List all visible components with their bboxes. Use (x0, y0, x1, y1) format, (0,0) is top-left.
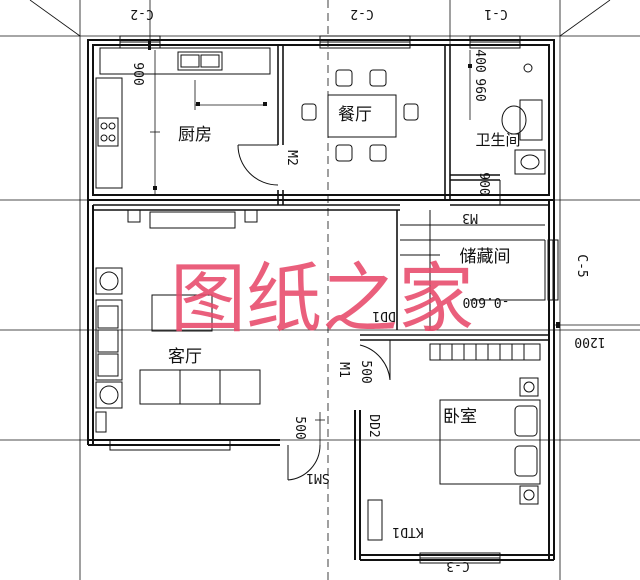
room-label-bedroom: 卧室 (443, 407, 477, 427)
room-label-kitchen: 厨房 (178, 125, 212, 145)
bedroom-furniture (367, 343, 541, 541)
staircase (400, 210, 546, 330)
door-tag-dd2: DD2 (366, 414, 381, 437)
door-tag-m3: M3 (462, 210, 478, 225)
dimension-marks (150, 50, 640, 445)
exterior-walls (87, 39, 555, 561)
dim-900-bath: 900 (476, 172, 491, 195)
window-tag-c2-left: C-2 (130, 6, 153, 21)
room-label-storage: 储藏间 (460, 247, 511, 267)
door-tag-ktd1: KTD1 (392, 524, 423, 539)
dimension-ticks (148, 40, 560, 328)
door-tag-sm1: SM1 (306, 470, 329, 485)
kitchen-fixtures (95, 47, 271, 189)
window-tag-c2-mid: C-2 (350, 6, 373, 21)
door-tag-m2: M2 (284, 150, 299, 166)
doors (237, 144, 501, 481)
elevation-label: -0.600 (463, 294, 510, 309)
room-label-dining: 餐厅 (338, 105, 372, 125)
dining-table (301, 69, 419, 162)
window-tag-c1: C-1 (484, 6, 507, 21)
watermark: 图纸之家 (170, 254, 474, 343)
dim-1200: 1200 (574, 334, 605, 349)
door-tag-m1: M1 (336, 362, 351, 378)
bathroom-fixtures (501, 63, 546, 175)
window-tag-c5: C-5 (574, 254, 589, 277)
window-tag-c3: C-3 (446, 558, 469, 573)
room-label-living: 客厅 (168, 347, 202, 367)
dim-500-living: 500 (292, 416, 307, 439)
dim-960: 960 (472, 78, 487, 101)
dim-400: 400 (472, 49, 487, 72)
room-label-bathroom: 卫生间 (475, 131, 520, 149)
living-furniture (95, 209, 261, 433)
dim-500-bed: 500 (358, 360, 373, 383)
door-tag-dd1: DD1 (372, 308, 395, 323)
dim-900-kitchen: 900 (130, 62, 145, 85)
